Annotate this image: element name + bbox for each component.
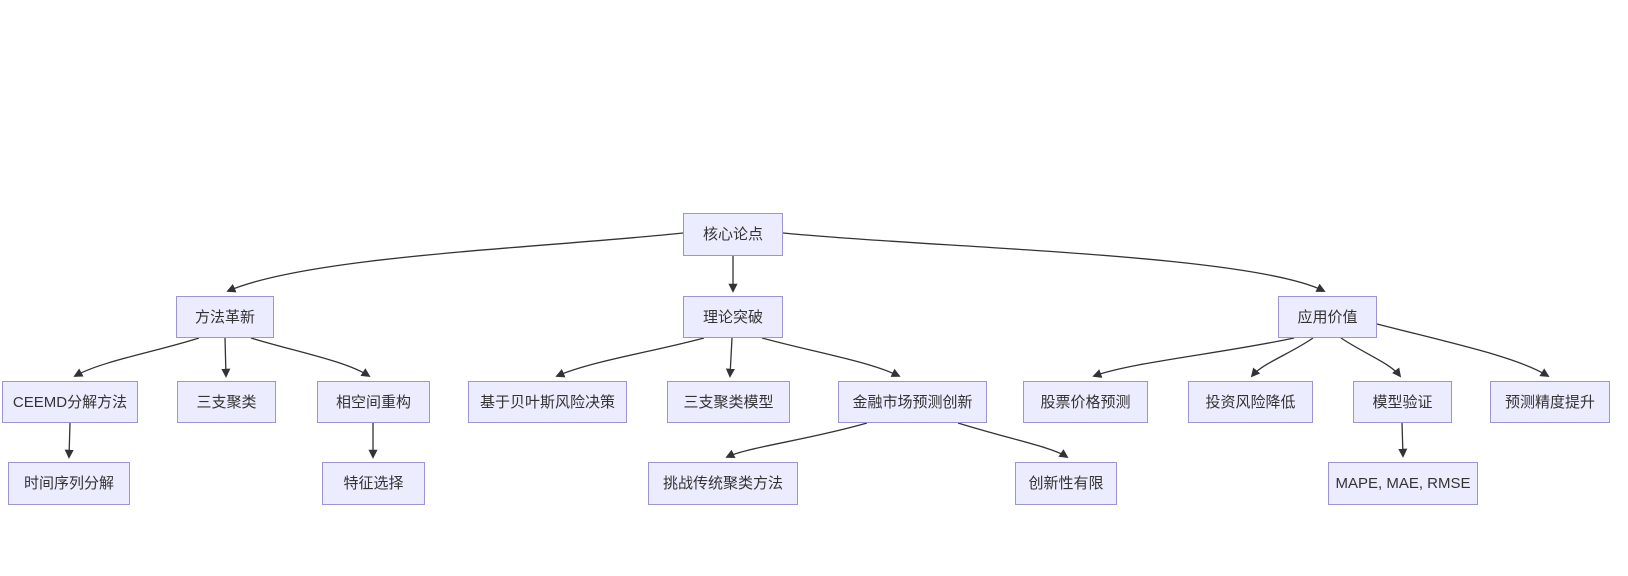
node-three-way-clustering: 三支聚类 [177, 381, 276, 423]
node-ceemd-decomposition: CEEMD分解方法 [2, 381, 138, 423]
edge-method-to-threeway [221, 337, 231, 378]
node-theory-breakthrough: 理论突破 [683, 296, 783, 338]
node-challenge-traditional-clustering: 挑战传统聚类方法 [648, 462, 798, 505]
edge-theory-to-twcmodel [725, 337, 735, 378]
node-feature-selection: 特征选择 [322, 462, 425, 505]
node-phase-space-reconstruction: 相空间重构 [317, 381, 430, 423]
node-three-way-clustering-model: 三支聚类模型 [667, 381, 790, 423]
node-limited-novelty: 创新性有限 [1015, 462, 1117, 505]
edge-application-to-stock [1092, 337, 1295, 378]
node-model-validation: 模型验证 [1353, 381, 1452, 423]
edge-ceemd-to-tsdecomp [64, 422, 74, 459]
edge-method-to-phasespace [250, 337, 371, 377]
node-financial-forecast-innovation: 金融市场预测创新 [838, 381, 987, 423]
node-core-thesis: 核心论点 [683, 213, 783, 256]
node-evaluation-metrics: MAPE, MAE, RMSE [1328, 462, 1478, 505]
node-forecast-accuracy-improvement: 预测精度提升 [1490, 381, 1610, 423]
node-stock-price-prediction: 股票价格预测 [1023, 381, 1148, 423]
edge-theory-to-bayes [555, 337, 705, 378]
node-time-series-decomposition: 时间序列分解 [8, 462, 130, 505]
node-bayesian-risk-decision: 基于贝叶斯风险决策 [468, 381, 627, 423]
edge-method-to-ceemd [73, 337, 200, 377]
edge-core-to-method [226, 232, 684, 293]
edge-application-to-accuracy [1376, 323, 1550, 377]
edge-application-to-validation [1340, 337, 1402, 378]
node-investment-risk-reduction: 投资风险降低 [1188, 381, 1313, 423]
edge-application-to-risk [1250, 337, 1314, 378]
edge-validation-to-metrics [1398, 422, 1408, 458]
node-method-innovation: 方法革新 [176, 296, 274, 338]
node-application-value: 应用价值 [1278, 296, 1377, 338]
edge-fininnov-to-limited [957, 422, 1069, 459]
edge-theory-to-fininnov [761, 337, 901, 377]
edge-core-to-application [782, 232, 1326, 292]
edge-fininnov-to-challenge [725, 422, 868, 458]
